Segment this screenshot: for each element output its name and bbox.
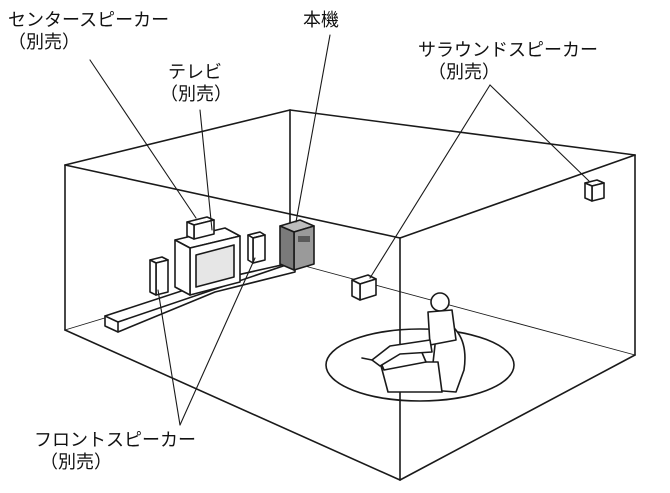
front-speaker-right: [247, 231, 266, 264]
main-unit-label-line1: 本機: [303, 10, 339, 31]
callout-lines: [89, 34, 591, 426]
front-speaker-label-line2: （別売）: [40, 452, 112, 473]
tv-label-line2: （別売）: [160, 84, 232, 105]
armchair-with-listener: [361, 292, 466, 393]
front-speaker-left: [149, 256, 169, 296]
surround-speaker-label-line1: サラウンドスピーカー: [418, 40, 598, 61]
surround-speaker-label-line2: （別売）: [428, 62, 500, 83]
center-speaker-label-line1: センタースピーカー: [8, 10, 170, 31]
center-speaker-label-line2: （別売）: [8, 32, 80, 53]
surround-speaker-label: サラウンドスピーカー （別売）: [418, 40, 598, 84]
listening-area-circle: [325, 328, 515, 402]
front-speaker-label: フロントスピーカー （別売）: [34, 430, 196, 474]
center-speaker-label: センタースピーカー （別売）: [8, 10, 169, 54]
surround-speaker-left: [351, 274, 377, 301]
room-box: [64, 109, 636, 481]
center-speaker: [186, 216, 215, 240]
main-unit-label: 本機: [303, 10, 339, 32]
front-speaker-label-line1: フロントスピーカー: [34, 430, 196, 451]
main-unit: [279, 219, 315, 271]
tv-label-line1: テレビ: [168, 62, 222, 83]
tv-label: テレビ （別売）: [160, 62, 232, 106]
surround-speaker-right: [584, 179, 605, 202]
tv-body: [174, 227, 241, 296]
